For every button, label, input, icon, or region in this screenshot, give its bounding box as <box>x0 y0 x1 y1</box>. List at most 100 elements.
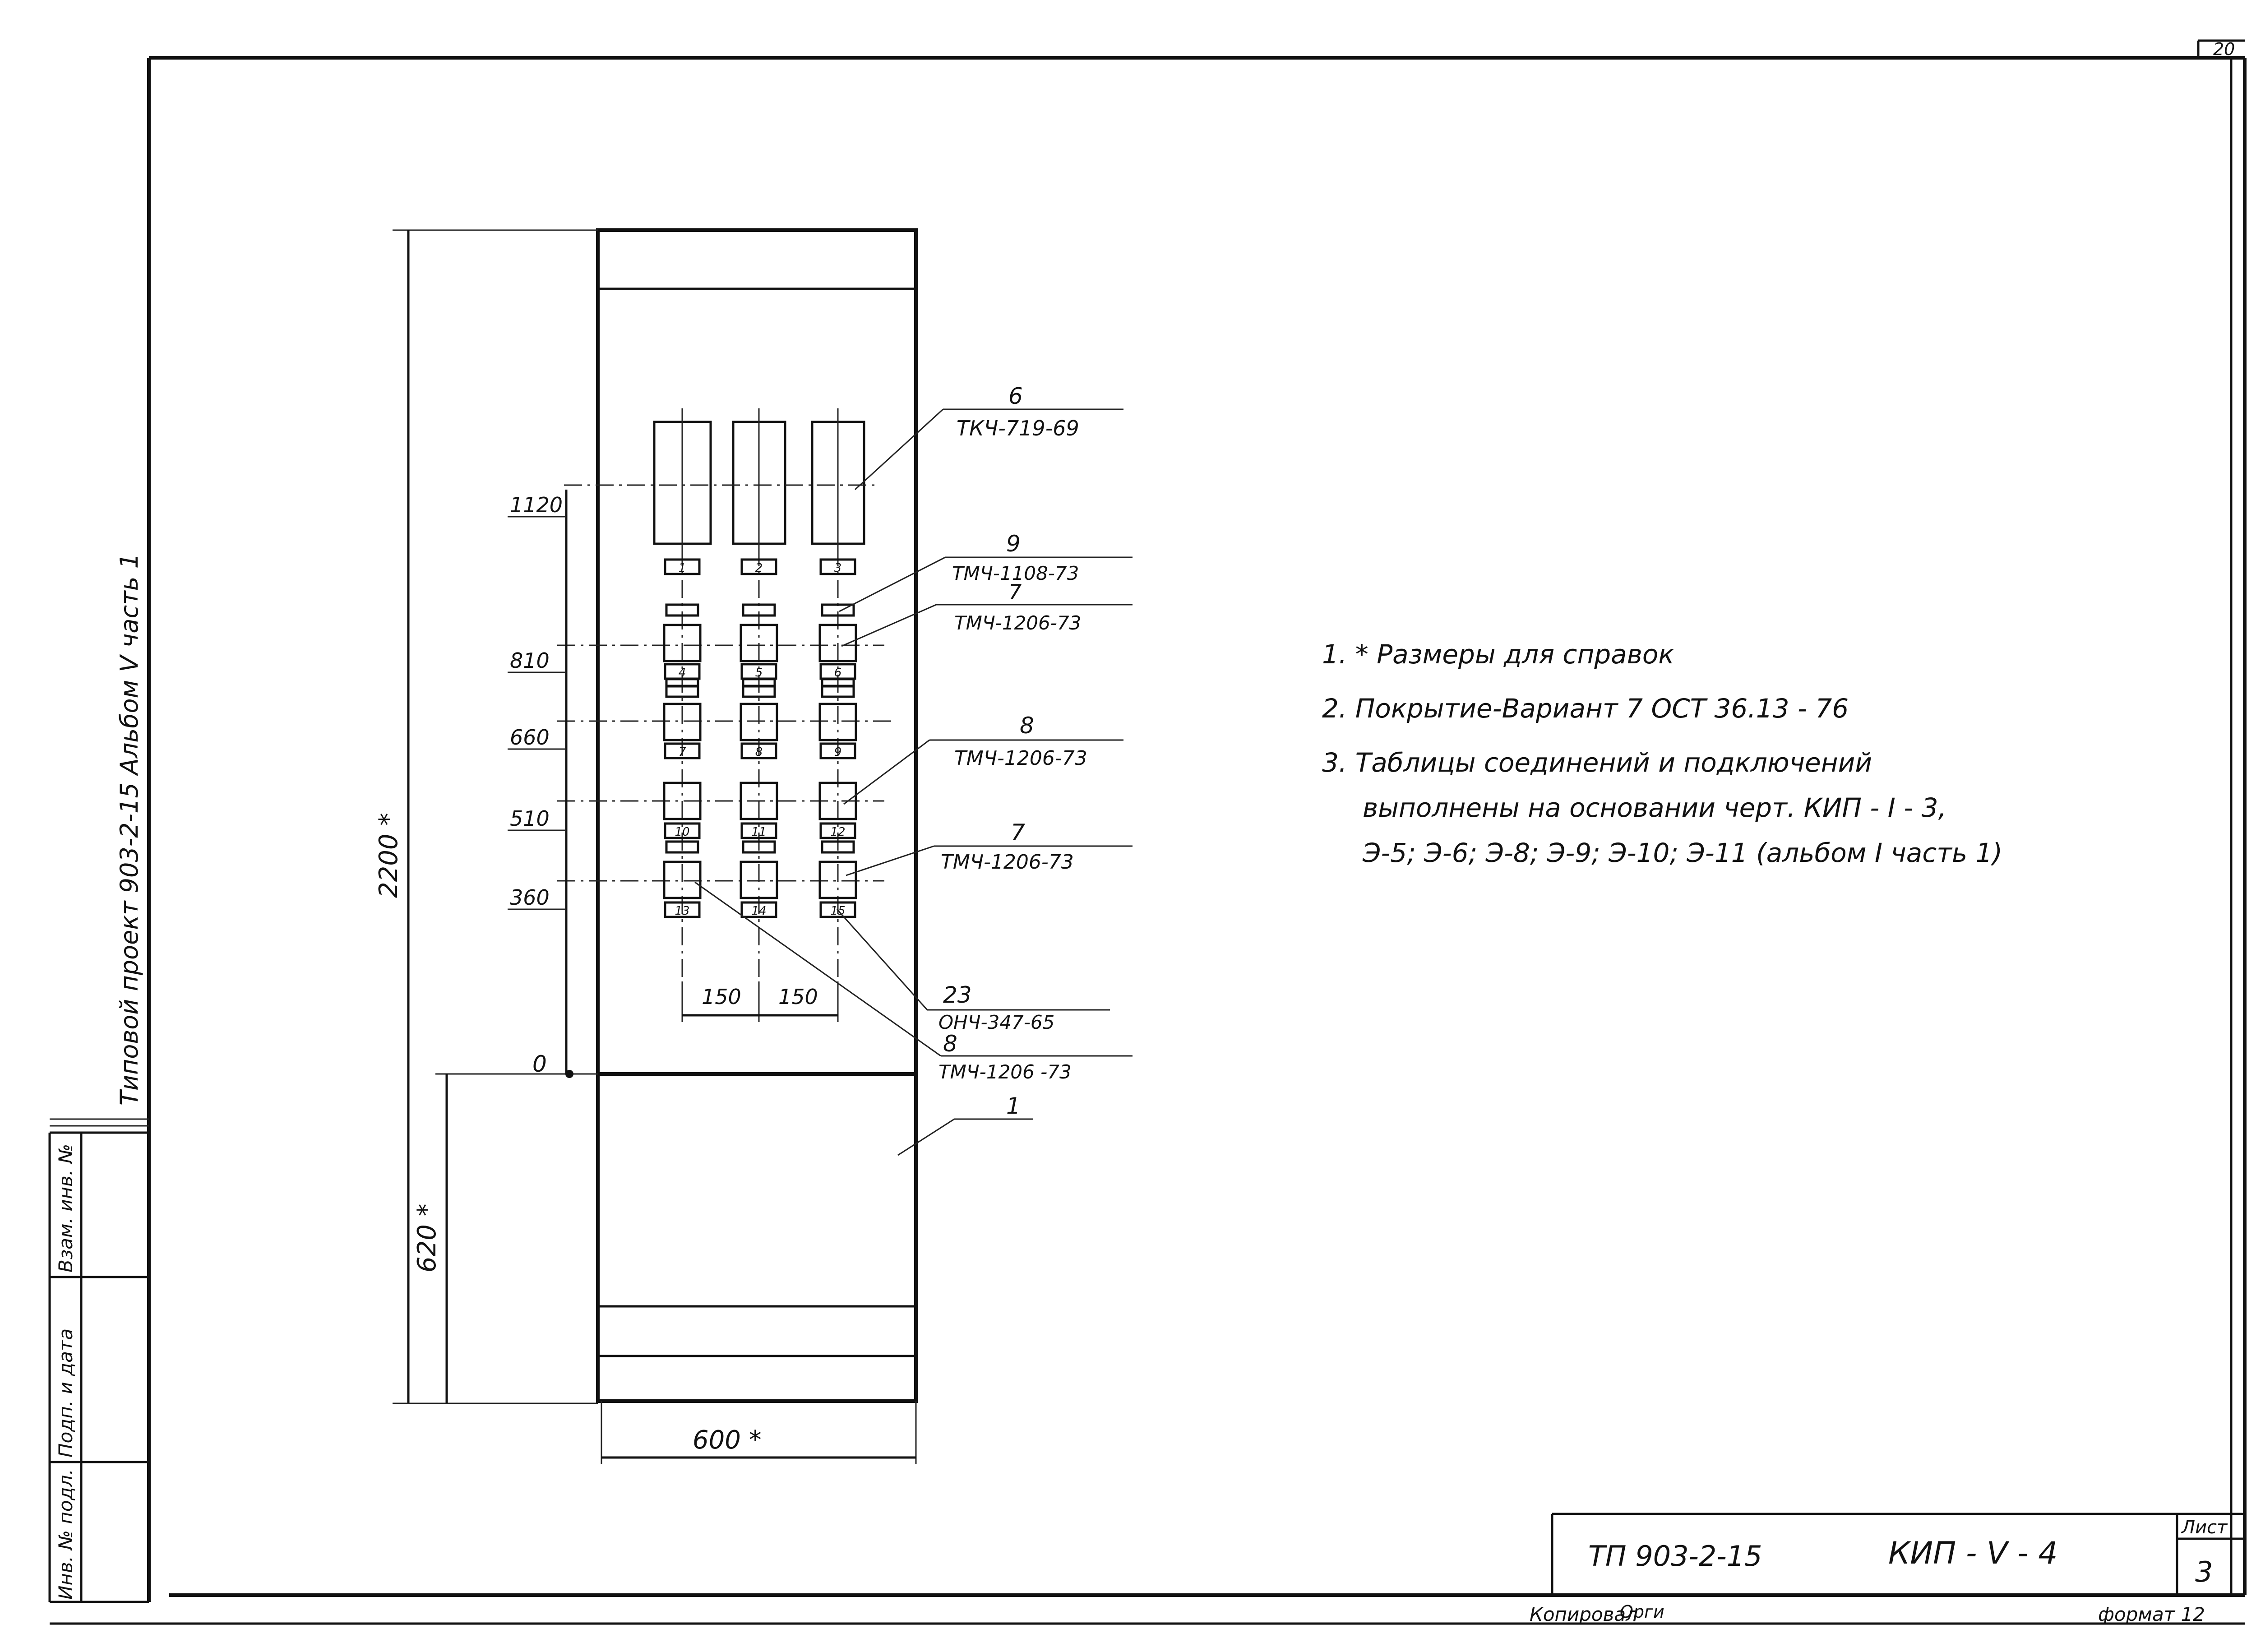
note-3b: выполнены на основании черт. КИП - I - 3… <box>1363 792 1946 823</box>
cell-label: 3 <box>834 561 842 575</box>
cell-label: 8 <box>755 745 763 759</box>
cell-label: 6 <box>834 666 842 680</box>
note-3c: Э-5; Э-6; Э-8; Э-9; Э-10; Э-11 (альбом I… <box>1362 838 2002 868</box>
dim-total-height: 2200 * <box>374 813 403 898</box>
dimension-lines <box>393 229 917 1464</box>
leader-23-spec: ОНЧ-347-65 <box>938 1011 1054 1033</box>
title-block <box>1551 1513 2245 1595</box>
leader-1-num: 1 <box>1006 1093 1021 1119</box>
note-1: 1. * Размеры для справок <box>1322 639 1674 670</box>
dim-spacing-1: 150 <box>702 985 741 1009</box>
label-plate <box>740 663 777 680</box>
level-1120: 1120 <box>510 493 563 517</box>
copied-by: Копировал <box>1530 1603 1638 1625</box>
note-3: 3. Таблицы соединений и подключений <box>1322 747 1872 778</box>
label-plate <box>740 742 777 759</box>
device-bar <box>665 603 699 617</box>
leader-6-num: 6 <box>1008 383 1023 409</box>
level-0: 0 <box>532 1051 547 1077</box>
device-box <box>740 624 778 662</box>
cell-label: 11 <box>751 825 766 839</box>
leader-lines <box>694 408 1133 1156</box>
leader-8a-num: 8 <box>1020 713 1034 739</box>
leader-7b-num: 7 <box>1011 819 1025 846</box>
leader-7b-spec: ТМЧ-1206-73 <box>941 851 1074 874</box>
level-810: 810 <box>510 648 550 673</box>
leader-7a-spec: ТМЧ-1206-73 <box>954 612 1081 634</box>
device-bar <box>742 603 776 617</box>
leader-23-num: 23 <box>943 982 972 1008</box>
stamp-inv-no: Инв. № подл. <box>55 1469 77 1600</box>
leader-8a-spec: ТМЧ-1206-73 <box>954 747 1087 770</box>
device-box <box>818 703 857 741</box>
device-box <box>663 703 702 741</box>
device-bar <box>742 840 776 854</box>
label-plate <box>740 558 777 575</box>
device-box <box>818 624 857 662</box>
copied-signature: Орги <box>1620 1602 1664 1622</box>
leader-9-num: 9 <box>1006 531 1021 557</box>
level-ticks <box>508 516 566 910</box>
device-box <box>740 703 778 741</box>
label-plate <box>664 663 701 680</box>
leader-7a-num: 7 <box>1008 580 1022 604</box>
device-bar <box>665 840 699 854</box>
label-plate <box>740 822 777 839</box>
cell-label: 5 <box>755 666 763 680</box>
top-devices <box>653 408 865 548</box>
cell-label: 1 <box>679 561 686 575</box>
device-box <box>663 861 702 899</box>
label-plate <box>664 822 701 839</box>
device-bar <box>821 840 855 854</box>
device-box <box>740 861 778 899</box>
label-plate <box>819 822 856 839</box>
label-plate <box>664 901 701 918</box>
level-510: 510 <box>510 806 550 831</box>
note-2: 2. Покрытие-Вариант 7 ОСТ 36.13 - 76 <box>1322 693 1849 724</box>
leader-8b-num: 8 <box>943 1031 957 1057</box>
sheet-frame <box>50 39 2247 1625</box>
cell-label: 10 <box>675 825 689 839</box>
side-stamp <box>48 1118 149 1603</box>
title-drawing: КИП - V - 4 <box>1888 1536 2058 1571</box>
cell-label: 13 <box>675 904 689 918</box>
device-box <box>663 782 702 820</box>
label-plate <box>819 742 856 759</box>
stamp-replace-inv: Взам. инв. № <box>55 1144 77 1273</box>
leader-9-spec: ТМЧ-1108-73 <box>952 562 1079 584</box>
dim-spacing-2: 150 <box>778 985 818 1009</box>
device-box <box>818 861 857 899</box>
dim-base-height: 620 * <box>412 1203 442 1273</box>
stamp-sign-date: Подп. и дата <box>55 1328 77 1458</box>
device-box <box>740 782 778 820</box>
device-bar <box>821 603 855 617</box>
title-code: ТП 903-2-15 <box>1588 1540 1762 1573</box>
label-plate <box>819 663 856 680</box>
label-plate <box>819 901 856 918</box>
label-plate <box>664 558 701 575</box>
side-project-title: Типовой проект 903-2-15 Альбом V часть 1 <box>115 553 143 1106</box>
cell-label: 12 <box>830 825 845 839</box>
leader-8b-spec: ТМЧ-1206 -73 <box>938 1061 1072 1083</box>
title-sheet-label: Лист <box>2181 1517 2228 1538</box>
device-box <box>818 782 857 820</box>
label-plate <box>819 558 856 575</box>
title-sheet-value: 3 <box>2195 1555 2213 1588</box>
level-660: 660 <box>510 725 550 750</box>
cell-label: 7 <box>679 745 686 759</box>
centerlines <box>557 484 896 997</box>
leader-6-spec: ТКЧ-719-69 <box>957 416 1079 440</box>
cell-label: 14 <box>751 904 766 918</box>
corner-sheet-number: 20 <box>2213 39 2235 59</box>
cell-label: 2 <box>755 561 763 575</box>
cabinet-outline <box>596 228 918 1403</box>
cell-label: 9 <box>834 745 842 759</box>
label-plate <box>740 901 777 918</box>
level-360: 360 <box>510 885 550 910</box>
format-label: формат 12 <box>2098 1603 2205 1625</box>
device-box <box>663 624 702 662</box>
cell-label: 4 <box>679 666 686 680</box>
label-plate <box>664 742 701 759</box>
